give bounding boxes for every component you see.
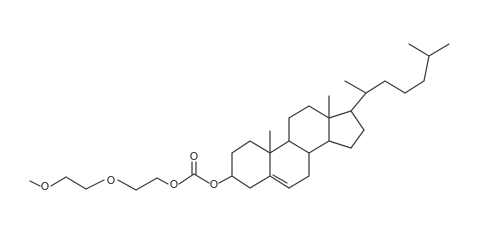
side-methyl-c21 [344, 80, 367, 94]
side-chain-bonds [344, 43, 450, 112]
ringD-b1 [328, 110, 352, 119]
ringD-b3 [350, 129, 365, 149]
side-b3 [384, 80, 406, 94]
ringC-b2 [288, 105, 310, 119]
atom-o-carbonyl: O [190, 150, 199, 163]
bond-c1-c2 [65, 176, 87, 190]
side-b1 [350, 92, 367, 112]
bond-o4-c3ring [218, 175, 233, 184]
bond-c3-c4 [135, 177, 158, 191]
atom-o-ester-ring: O [210, 178, 219, 191]
bond-o3-carbonylc [178, 173, 195, 185]
steroid-ring-bonds [231, 95, 365, 189]
side-b7 [408, 43, 430, 57]
atom-labels: O O O O O [41, 150, 219, 193]
bond-c2-o2 [85, 179, 105, 190]
bond-o1-c1 [50, 176, 67, 187]
bond-carbonylc-o4 [193, 173, 210, 184]
bond-methyl-o1 [29, 180, 41, 187]
ringA-b5 [249, 175, 271, 189]
side-b6 [428, 43, 450, 57]
atom-o-ether-terminal: O [41, 180, 50, 193]
atom-o-ether-middle: O [107, 174, 116, 187]
glycol-chain-bonds [29, 161, 233, 191]
ringA-b3 [249, 140, 271, 154]
ringD-b2 [350, 110, 365, 131]
ringD-b4 [328, 140, 352, 149]
ringB-b4 [288, 175, 310, 189]
ringA-b6 [231, 175, 251, 189]
ringB-b2 [288, 140, 310, 154]
ringC-b3 [308, 105, 330, 119]
ringA-b2 [231, 140, 251, 154]
bond-c4-o3 [156, 177, 169, 185]
ringB-b5 [269, 175, 290, 189]
structure-canvas: O O O O O [29, 43, 450, 193]
ringC-b5 [308, 140, 330, 154]
side-b4 [404, 80, 425, 94]
molecule-drawing: O O O O O [29, 43, 450, 193]
ringB-b1 [269, 140, 290, 154]
side-b5 [423, 55, 430, 82]
ringB-double [272, 174, 288, 184]
side-b2 [365, 80, 386, 94]
bond-o2-c3 [117, 179, 137, 191]
atom-o-ester-chain: O [170, 178, 179, 191]
